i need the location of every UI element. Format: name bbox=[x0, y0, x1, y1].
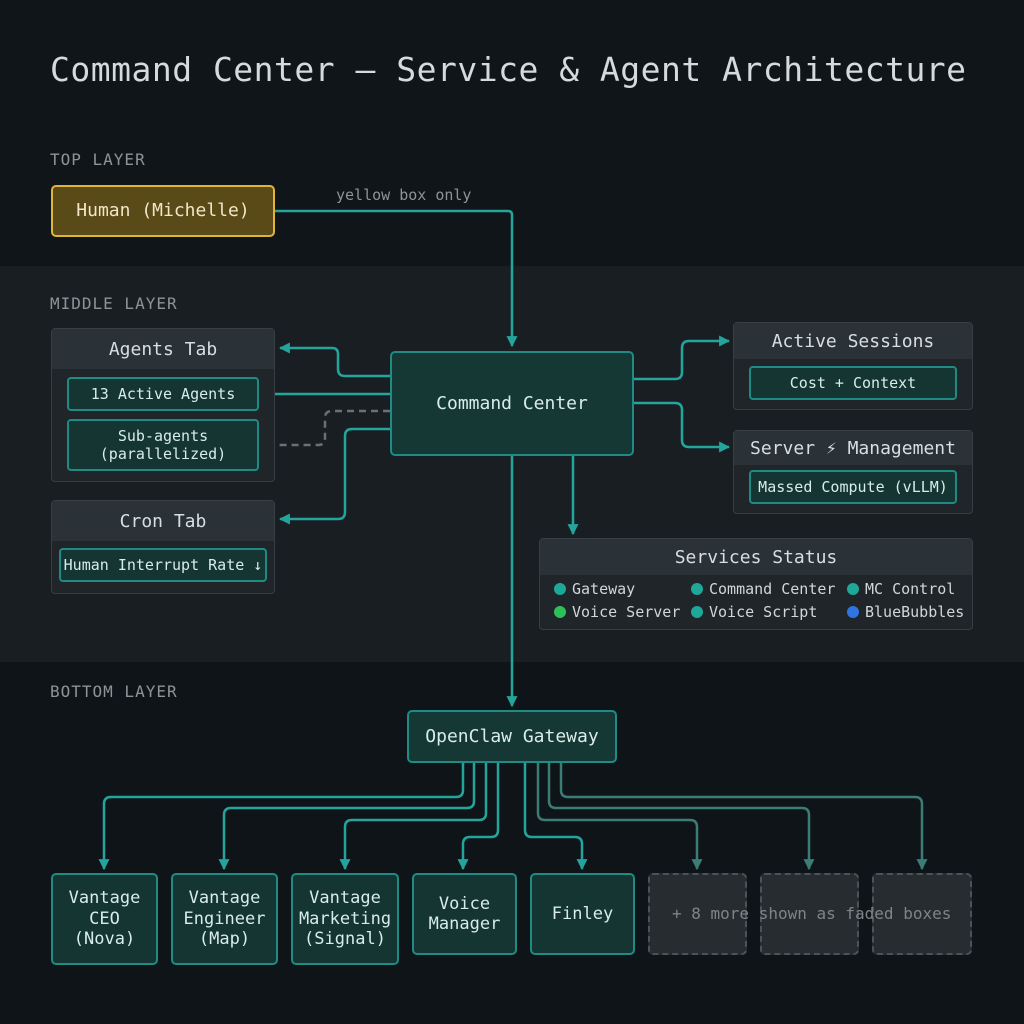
agent-box-voice-manager[interactable]: Voice Manager bbox=[412, 873, 517, 955]
middle-layer-label: MIDDLE LAYER bbox=[50, 294, 178, 313]
services-status-panel: Services Status bbox=[539, 538, 973, 630]
wire-human-to-command-center bbox=[275, 209, 518, 348]
agent-box-vantage-marketing[interactable]: Vantage Marketing (Signal) bbox=[291, 873, 399, 965]
cron-tab-title[interactable]: Cron Tab bbox=[52, 501, 274, 541]
wire-gateway-to-agent-2 bbox=[218, 763, 476, 871]
wire-gateway-to-faded-1 bbox=[536, 763, 703, 871]
edge-label-yellow-box-only: yellow box only bbox=[336, 186, 472, 204]
status-dot-command-center bbox=[691, 583, 703, 595]
faded-agent-box bbox=[760, 873, 859, 955]
command-center-node[interactable]: Command Center bbox=[390, 351, 634, 456]
wire-to-agents-tab bbox=[278, 342, 390, 378]
status-dot-bluebubbles bbox=[847, 606, 859, 618]
active-sessions-title[interactable]: Active Sessions bbox=[734, 323, 972, 359]
wire-gateway-to-agent-5 bbox=[523, 763, 588, 871]
human-node[interactable]: Human (Michelle) bbox=[51, 185, 275, 237]
sub-agents-box[interactable]: Sub-agents (parallelized) bbox=[67, 419, 259, 471]
agent-box-vantage-engineer[interactable]: Vantage Engineer (Map) bbox=[171, 873, 278, 965]
massed-compute-box[interactable]: Massed Compute (vLLM) bbox=[749, 470, 957, 504]
faded-agent-box bbox=[872, 873, 972, 955]
page-title: Command Center — Service & Agent Archite… bbox=[50, 50, 967, 89]
status-item: MC Control bbox=[847, 580, 955, 598]
wire-gateway-to-agent-4 bbox=[457, 763, 500, 871]
faded-agent-box bbox=[648, 873, 747, 955]
status-label-voice-server: Voice Server bbox=[572, 603, 681, 621]
wire-to-cron-tab bbox=[278, 427, 390, 525]
openclaw-gateway-node[interactable]: OpenClaw Gateway bbox=[407, 710, 617, 763]
top-layer-label: TOP LAYER bbox=[50, 150, 146, 169]
wire-gateway-to-agent-1 bbox=[98, 763, 465, 871]
agents-tab-title[interactable]: Agents Tab bbox=[52, 329, 274, 369]
server-management-title[interactable]: Server ⚡ Management bbox=[734, 431, 972, 465]
status-label-voice-script: Voice Script bbox=[709, 603, 818, 621]
agent-box-finley[interactable]: Finley bbox=[530, 873, 635, 955]
faded-boxes-note: + 8 more shown as faded boxes bbox=[672, 904, 952, 923]
status-label-bluebubbles: BlueBubbles bbox=[865, 603, 965, 621]
cost-context-box[interactable]: Cost + Context bbox=[749, 366, 957, 400]
wire-to-active-sessions bbox=[634, 335, 731, 381]
wire-to-server-management bbox=[634, 401, 731, 453]
status-dot-gateway bbox=[554, 583, 566, 595]
wire-to-sub-agents-dashed bbox=[260, 409, 390, 451]
status-dot-voice-script bbox=[691, 606, 703, 618]
status-dot-voice-server bbox=[554, 606, 566, 618]
status-item: Command Center bbox=[691, 580, 835, 598]
bottom-layer-label: BOTTOM LAYER bbox=[50, 682, 178, 701]
status-item: Voice Script bbox=[691, 603, 817, 621]
wire-gateway-to-faded-3 bbox=[559, 763, 928, 871]
active-agents-box[interactable]: 13 Active Agents bbox=[67, 377, 259, 411]
status-label-mc-control: MC Control bbox=[865, 580, 956, 598]
status-label-command-center: Command Center bbox=[709, 580, 836, 598]
human-interrupt-rate-box[interactable]: Human Interrupt Rate ↓ bbox=[59, 548, 267, 582]
status-item: Gateway bbox=[554, 580, 635, 598]
wire-gateway-to-agent-3 bbox=[339, 763, 488, 871]
status-label-gateway: Gateway bbox=[572, 580, 636, 598]
status-dot-mc-control bbox=[847, 583, 859, 595]
agent-box-vantage-ceo[interactable]: Vantage CEO (Nova) bbox=[51, 873, 158, 965]
services-status-title[interactable]: Services Status bbox=[540, 539, 972, 575]
status-item: Voice Server bbox=[554, 603, 680, 621]
wire-gateway-to-faded-2 bbox=[547, 763, 815, 871]
status-item: BlueBubbles bbox=[847, 603, 964, 621]
